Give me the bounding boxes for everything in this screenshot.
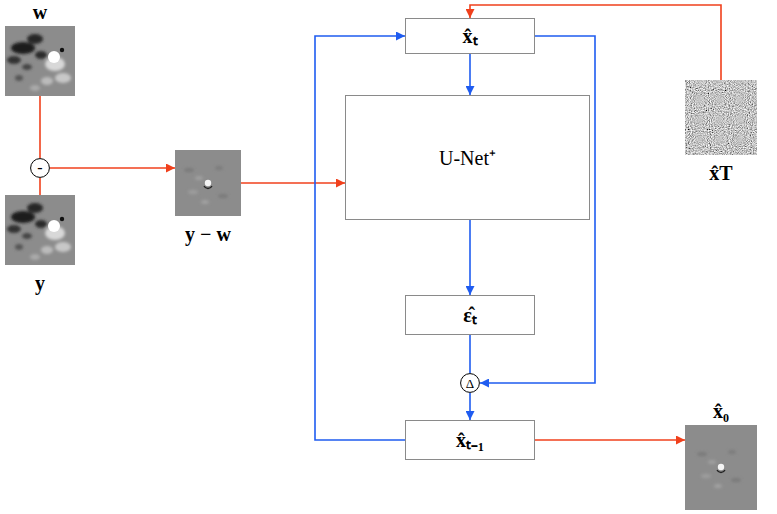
operator-circle: Δ xyxy=(460,373,480,393)
flow-arrow xyxy=(241,182,345,184)
flow-arrow xyxy=(469,220,471,295)
flow-arrow xyxy=(469,393,471,420)
image-node: y − w xyxy=(175,150,241,216)
magnetogram-image xyxy=(5,26,75,96)
flow-arrow xyxy=(39,178,41,195)
node-label: x̂ₜ₋₁ xyxy=(456,428,484,452)
node-label: y − w xyxy=(185,223,231,245)
flow-arrow xyxy=(469,54,471,95)
operator-circle: - xyxy=(30,158,50,178)
node-label: Δ xyxy=(466,377,474,390)
image-caption: y xyxy=(0,271,115,295)
node-label: x̂₀ xyxy=(713,400,729,422)
node-label: ε̂ₜ xyxy=(463,303,477,327)
image-caption: x̂₀ xyxy=(645,399,777,423)
image-node: w xyxy=(5,26,75,96)
node-label: w xyxy=(33,1,47,23)
magnetogram-image xyxy=(5,195,75,265)
network-box: U-Net⁺ xyxy=(345,95,590,220)
process-box: x̂ₜ₋₁ xyxy=(405,420,535,460)
flow-arrow xyxy=(39,96,41,158)
output-image xyxy=(685,425,757,510)
node-label: x̂ₜ xyxy=(463,24,478,48)
image-caption: y − w xyxy=(135,222,281,246)
node-label: - xyxy=(37,160,42,176)
process-box: ε̂ₜ xyxy=(405,295,535,335)
node-label: U-Net⁺ xyxy=(439,146,496,170)
flow-arrow xyxy=(469,335,471,373)
flow-arrow xyxy=(50,167,175,169)
flow-arrow xyxy=(535,439,685,441)
process-box: x̂ₜ xyxy=(405,18,535,54)
image-node: x̂T xyxy=(685,80,757,155)
residual-image xyxy=(175,150,241,216)
image-node: y xyxy=(5,195,75,265)
circle-outline xyxy=(31,159,50,178)
node-label: y xyxy=(35,272,45,294)
noise-image xyxy=(685,80,757,155)
image-caption: x̂T xyxy=(645,161,777,185)
circle-outline xyxy=(461,374,480,393)
node-label: x̂T xyxy=(709,162,732,184)
image-caption: w xyxy=(0,0,115,24)
image-node: x̂₀ xyxy=(685,425,757,510)
